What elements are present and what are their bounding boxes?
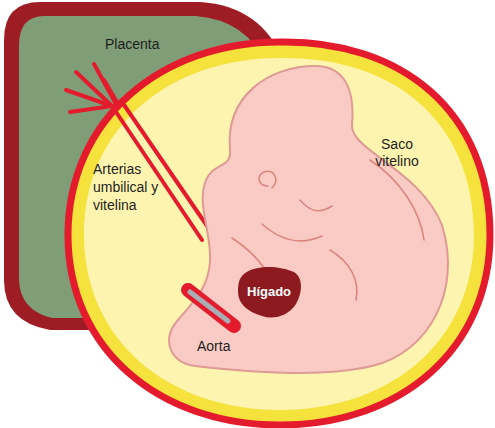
liver-organ: Hígado xyxy=(236,264,302,320)
node-label: Saco vitelino xyxy=(362,136,432,170)
aorta-label: Aorta xyxy=(197,337,257,355)
yolk-sac-shape xyxy=(62,38,495,428)
yolk-sac: Saco vitelinoHígado Arterias umbilical y … xyxy=(62,38,495,428)
node-label: Placenta xyxy=(105,36,185,53)
node-label: Hígado xyxy=(247,283,291,300)
artery-label: Arterias umbilical y vitelina xyxy=(93,160,167,214)
